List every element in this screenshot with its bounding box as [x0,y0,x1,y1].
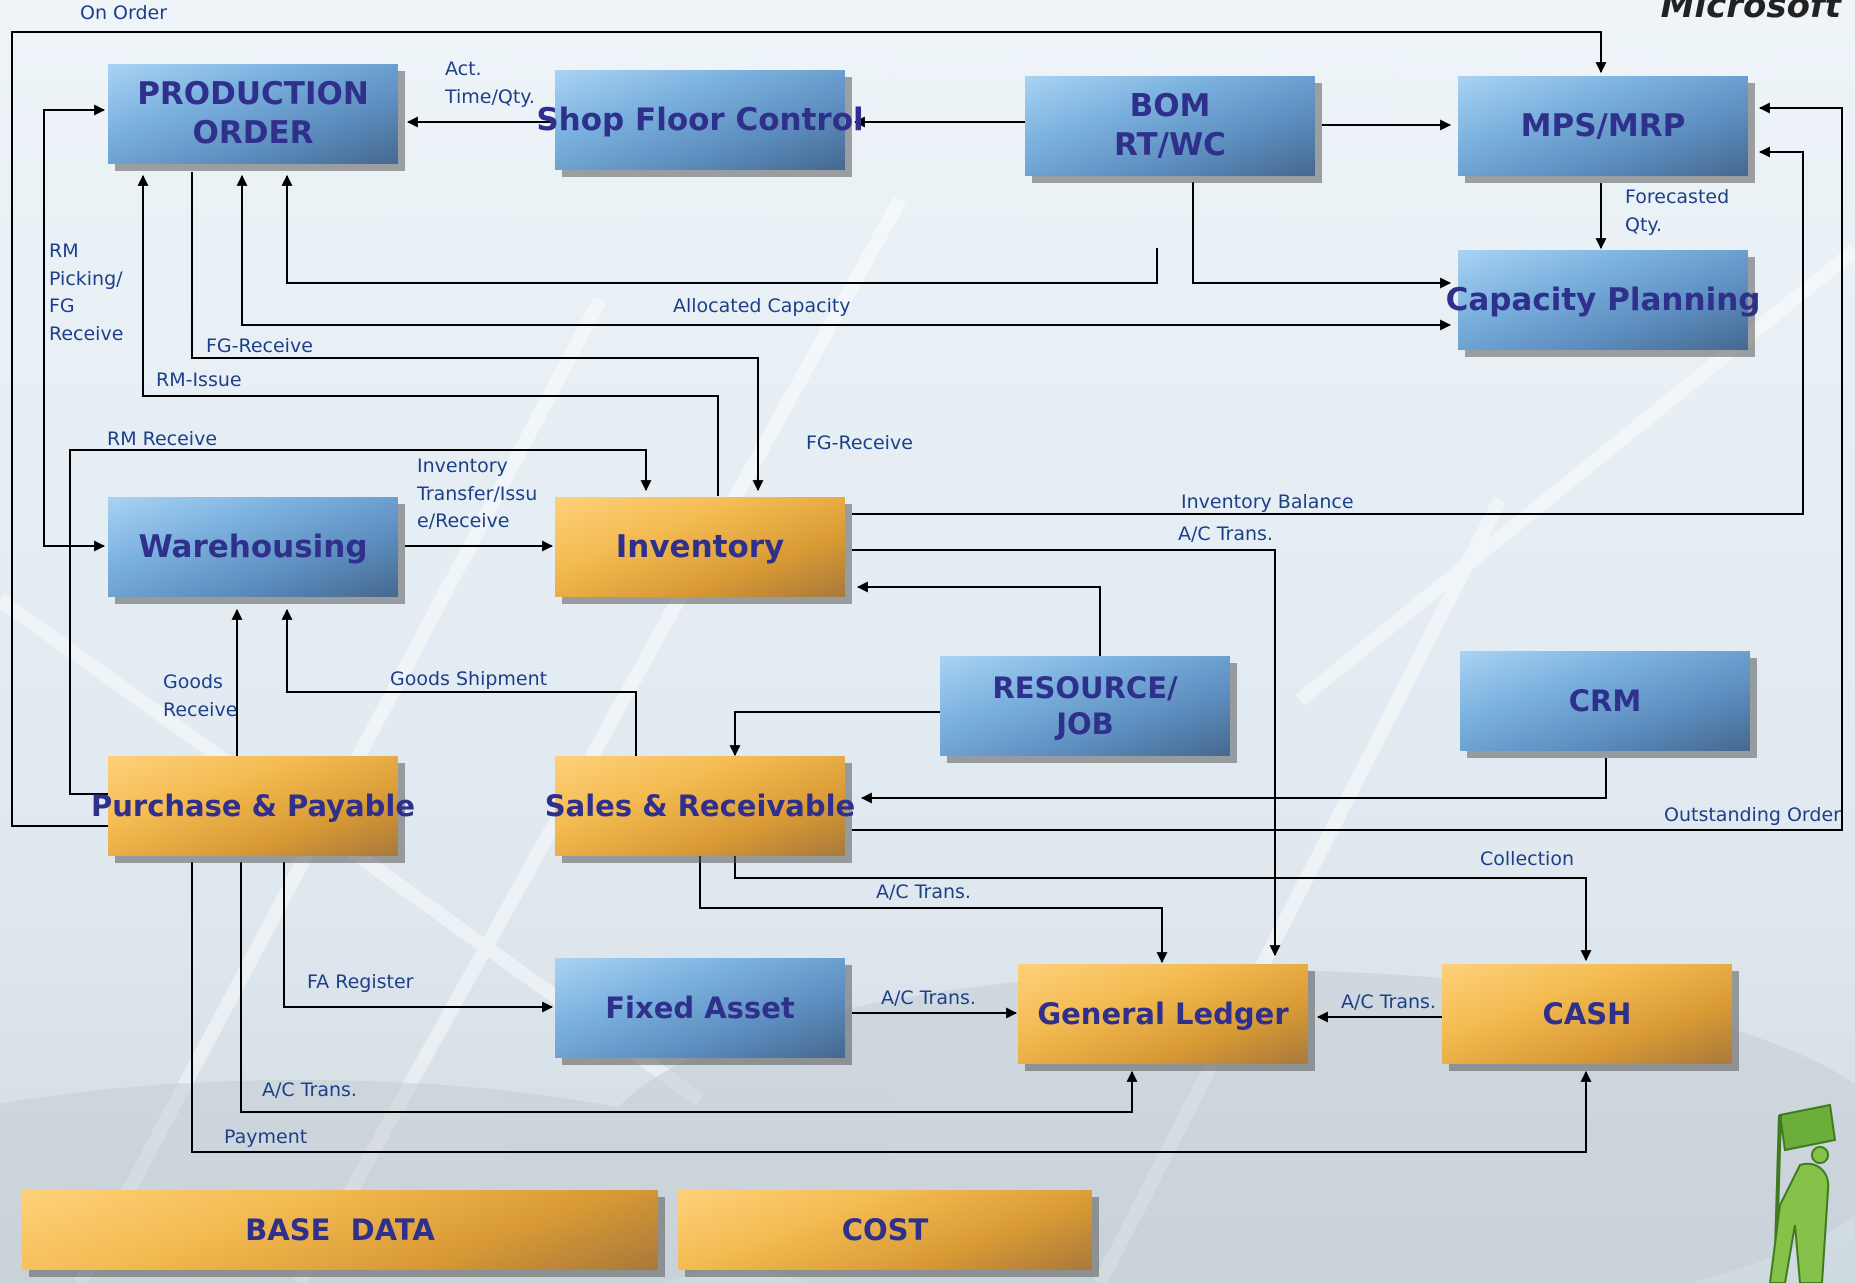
microsoft-logo: Microsoft [1660,0,1841,26]
mps-mrp-label: MPS/MRP [1520,107,1686,144]
label-rm-issue: RM-Issue [156,369,242,391]
arrow-resource-to-sales [729,711,940,757]
label-fg-receive-2: FG-Receive [806,432,913,454]
arrow-goods-shipment [281,608,637,756]
production-order-box[interactable]: PRODUCTION ORDER [108,64,398,164]
label-inventory-balance: Inventory Balance [1181,491,1354,513]
arrow-inventory-balance [852,146,1804,515]
cost-label: COST [841,1212,929,1247]
fixed-asset-label: Fixed Asset [605,990,795,1025]
arrow-inventory-ac-trans [852,549,1281,957]
label-ac-trans-cash: A/C Trans. [1341,991,1436,1013]
label-goods-shipment: Goods Shipment [390,668,548,690]
label-rm-receive: RM Receive [107,428,218,450]
warehousing-label: Warehousing [138,528,368,565]
purchase-payable-label: Purchase & Payable [91,788,416,823]
capacity-planning-label: Capacity Planning [1445,281,1761,318]
label-rm-picking-fg-receive: RM Picking/ FG Receive [49,240,124,345]
arrow-fg-receive [191,172,764,492]
fixed-asset-box[interactable]: Fixed Asset [555,958,845,1058]
arrow-bom-to-production [281,174,1158,284]
arrow-outstanding-order [852,102,1843,831]
label-ac-trans-inventory: A/C Trans. [1178,523,1273,545]
sales-receivable-box[interactable]: Sales & Receivable [545,756,855,856]
label-allocated-capacity: Allocated Capacity [673,295,851,317]
label-fa-register: FA Register [307,971,414,993]
label-ac-trans-fixed-asset: A/C Trans. [881,987,976,1009]
label-forecasted-qty: Forecasted Qty. [1625,186,1730,236]
crm-label: CRM [1568,683,1642,718]
label-fg-receive-1: FG-Receive [206,335,313,357]
label-collection: Collection [1480,848,1574,870]
inventory-box[interactable]: Inventory [555,497,845,597]
arrow-crm-to-sales [860,758,1607,804]
arrow-bom-to-capacity [1192,182,1452,289]
label-outstanding-order: Outstanding Order [1664,804,1841,826]
bom-label: BOM RT/WC [1114,88,1226,163]
cost-box[interactable]: COST [678,1190,1092,1270]
warehousing-box[interactable]: Warehousing [108,497,398,597]
arrow-sales-ac-trans [699,856,1168,964]
shop-floor-control-label: Shop Floor Control [536,101,864,138]
mps-mrp-box[interactable]: MPS/MRP [1458,76,1748,176]
sales-receivable-label: Sales & Receivable [544,788,856,823]
arrow-rm-receive [69,449,652,795]
crm-box[interactable]: CRM [1460,651,1750,751]
general-ledger-label: General Ledger [1037,996,1289,1031]
label-payment: Payment [224,1126,308,1148]
inventory-label: Inventory [615,528,785,565]
base-data-box[interactable]: BASE DATA [22,1190,658,1270]
bom-box[interactable]: BOM RT/WC [1025,76,1315,176]
base-data-label: BASE DATA [245,1212,435,1247]
cash-box[interactable]: CASH [1442,964,1732,1064]
arrow-on-order [11,31,1607,827]
arrow-resource-to-inventory [856,581,1101,656]
production-order-label: PRODUCTION ORDER [137,76,369,151]
arrow-rm-picking-to-warehousing [43,300,106,552]
arrow-collection [734,856,1592,962]
arrow-rm-issue [137,174,719,496]
label-on-order: On Order [80,2,168,24]
label-inventory-transfer: Inventory Transfer/Issu e/Receive [417,455,538,533]
flag-mascot-icon [1768,1103,1837,1283]
arrow-fa-register [283,862,554,1013]
label-goods-receive: Goods Receive [163,671,238,721]
arrow-purchase-ac-trans [240,862,1138,1113]
resource-job-box[interactable]: RESOURCE/ JOB [940,656,1230,756]
capacity-planning-box[interactable]: Capacity Planning [1446,250,1760,350]
general-ledger-box[interactable]: General Ledger [1018,964,1308,1064]
label-ac-trans-purchase: A/C Trans. [262,1079,357,1101]
purchase-payable-box[interactable]: Purchase & Payable [91,756,415,856]
label-ac-trans-sales: A/C Trans. [876,881,971,903]
resource-job-label: RESOURCE/ JOB [992,670,1178,741]
arrow-payment [191,862,1592,1153]
label-act-time-qty: Act. Time/Qty. [445,58,535,108]
shop-floor-control-box[interactable]: Shop Floor Control [536,70,864,170]
cash-label: CASH [1542,996,1632,1031]
